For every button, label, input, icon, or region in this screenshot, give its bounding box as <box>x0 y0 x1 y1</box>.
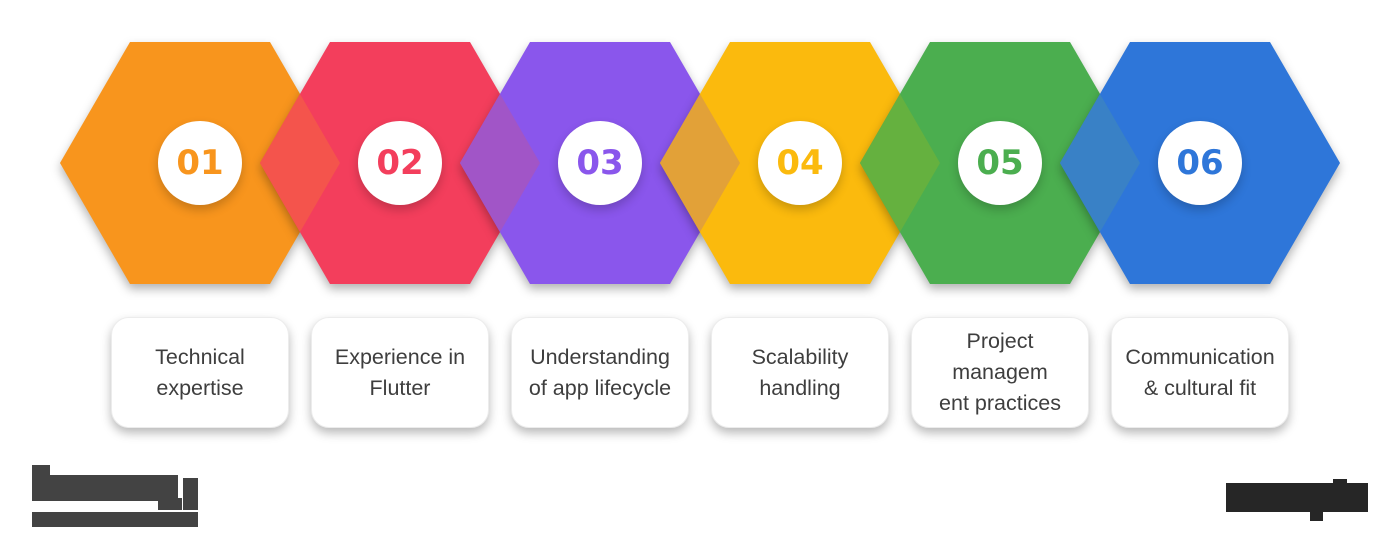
label-card-1: Technical expertise <box>111 317 289 428</box>
watermark-left-block <box>183 478 198 510</box>
step-number-3: 03 <box>576 143 624 183</box>
label-text-3: Understanding of app lifecycle <box>528 344 672 400</box>
watermark-left-block <box>32 475 178 501</box>
label-text-1: Technical expertise <box>155 344 245 400</box>
step-number-6: 06 <box>1176 143 1224 183</box>
label-text-2: Experience in Flutter <box>334 344 466 400</box>
watermark-left-underline <box>32 512 198 527</box>
step-number-2: 02 <box>376 143 424 183</box>
watermark-right-block <box>1333 479 1347 512</box>
step-number-circle-6: 06 <box>1158 121 1242 205</box>
step-number-circle-1: 01 <box>158 121 242 205</box>
label-card-4: Scalability handling <box>711 317 889 428</box>
step-number-circle-5: 05 <box>958 121 1042 205</box>
label-card-5: Project managem ent practices <box>911 317 1089 428</box>
step-number-circle-3: 03 <box>558 121 642 205</box>
label-card-2: Experience in Flutter <box>311 317 489 428</box>
step-number-circle-4: 04 <box>758 121 842 205</box>
label-text-6: Communication & cultural fit <box>1125 344 1275 400</box>
watermark-left-block <box>158 498 182 510</box>
step-number-5: 05 <box>976 143 1024 183</box>
watermark-right-block <box>1310 512 1323 521</box>
step-number-1: 01 <box>176 143 224 183</box>
label-text-5: Project managem ent practices <box>939 329 1061 415</box>
label-card-6: Communication & cultural fit <box>1111 317 1289 428</box>
step-number-4: 04 <box>776 143 824 183</box>
label-text-4: Scalability handling <box>751 344 849 400</box>
label-card-3: Understanding of app lifecycle <box>511 317 689 428</box>
step-number-circle-2: 02 <box>358 121 442 205</box>
